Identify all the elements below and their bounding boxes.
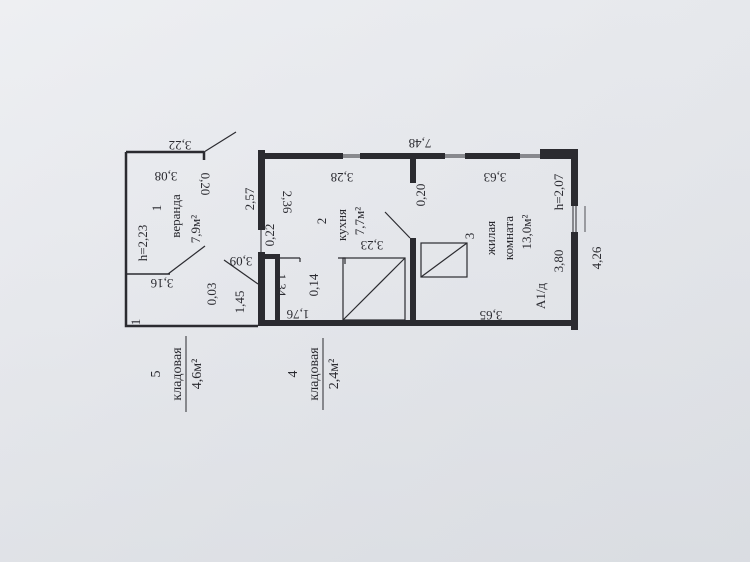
dim-3-09: 3,09 xyxy=(230,254,253,269)
dim-living-3-65: 3,65 xyxy=(480,308,503,323)
dim-1-76: 1,76 xyxy=(286,307,309,322)
dim-living-3-80: 3,80 xyxy=(551,250,566,273)
dim-top-7-48: 7,48 xyxy=(409,136,432,151)
kitchen-area: 7,7м² xyxy=(352,207,367,235)
living-name-line2: комната xyxy=(501,216,516,260)
dimension-labels: 3,22 7,48 3,08 0,20 h=2,23 3,16 2,57 2,3… xyxy=(135,136,604,323)
dim-1-45: 1,45 xyxy=(232,291,247,314)
dim-kitchen-3-28: 3,28 xyxy=(331,170,354,185)
dim-outer-4-26: 4,26 xyxy=(589,246,604,269)
dim-kitchen-3-23: 3,23 xyxy=(361,238,384,253)
dim-veranda-0-20: 0,20 xyxy=(198,173,213,196)
stove-symbol xyxy=(420,242,468,278)
dim-0-22: 0,22 xyxy=(262,224,277,247)
kitchen-number: 2 xyxy=(314,218,329,225)
dim-1-34: 1,34 xyxy=(274,274,289,297)
room-labels: 1 веранда 7,9м² 2 кухня 7,7м² 3 жилая ко… xyxy=(128,194,548,325)
dim-veranda-3-16: 3,16 xyxy=(150,276,173,291)
legend-5-area: 4,6м² xyxy=(190,359,205,390)
veranda-name: веранда xyxy=(168,194,183,238)
living-area: 13,0м² xyxy=(519,214,534,249)
stair-symbol xyxy=(338,257,406,321)
legend-5-number: 5 xyxy=(149,371,164,378)
dim-0-14: 0,14 xyxy=(306,273,321,296)
veranda-area: 7,9м² xyxy=(188,215,203,243)
dimension-lines xyxy=(277,206,586,318)
kitchen-name: кухня xyxy=(334,209,349,241)
walls xyxy=(124,149,578,330)
legend-4-name: кладовая xyxy=(307,347,322,401)
small-room-number: 1 xyxy=(128,319,143,326)
storage-legend: 5 кладовая 4,6м² 4 кладовая 2,4м² xyxy=(149,336,342,412)
legend-5-name: кладовая xyxy=(170,347,185,401)
dim-living-h-2-07: h=2,07 xyxy=(551,173,566,210)
living-name-line1: жилая xyxy=(483,221,498,256)
plan-code: А1/д xyxy=(533,283,548,310)
dim-veranda-h-2-23: h=2,23 xyxy=(135,225,150,262)
legend-4-number: 4 xyxy=(286,371,301,378)
dim-kitchen-0-20: 0,20 xyxy=(413,184,428,207)
dim-living-3-63: 3,63 xyxy=(484,170,507,185)
dim-0-03: 0,03 xyxy=(204,283,219,306)
dim-top-3-22: 3,22 xyxy=(169,138,192,153)
dim-2-36: 2,36 xyxy=(280,191,295,214)
living-number: 3 xyxy=(462,233,477,240)
dim-veranda-3-08: 3,08 xyxy=(155,169,178,184)
veranda-number: 1 xyxy=(149,205,164,212)
door-swings xyxy=(167,131,411,285)
legend-4-area: 2,4м² xyxy=(327,359,342,390)
dim-2-57: 2,57 xyxy=(242,187,257,210)
